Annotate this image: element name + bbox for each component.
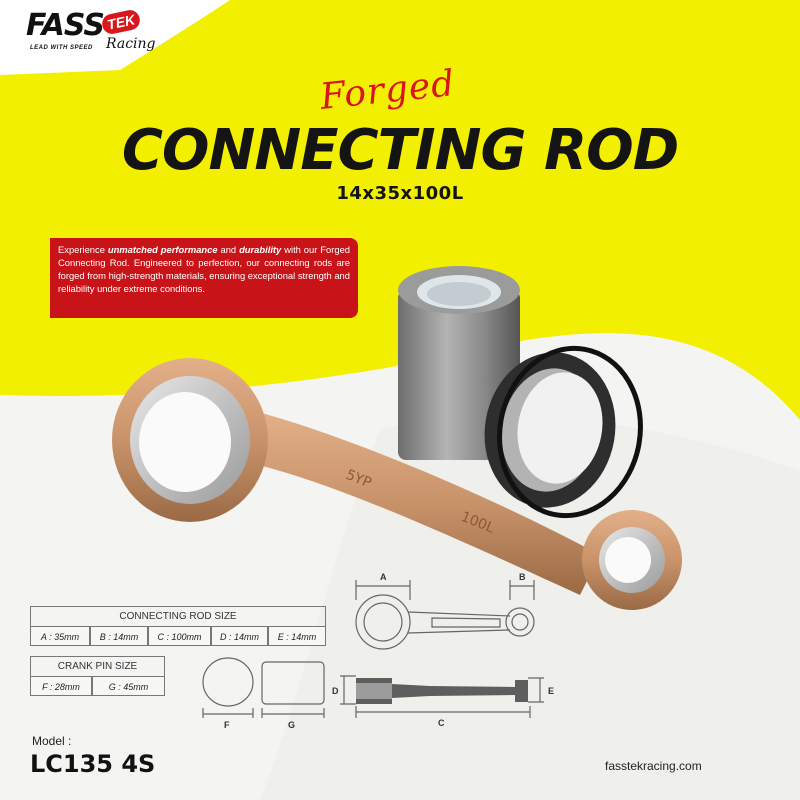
rod-size-e: E : 14mm — [268, 626, 326, 646]
rod-size-row: A : 35mm B : 14mm C : 100mm D : 14mm E :… — [30, 626, 326, 646]
diagram-label-e: E — [548, 686, 554, 696]
diagram-label-a: A — [380, 572, 387, 582]
brand-logo-racing: Racing — [106, 36, 156, 52]
crank-pin-table: CRANK PIN SIZE F : 28mm G : 45mm — [30, 656, 165, 700]
description-box: Experience unmatched performance and dur… — [50, 238, 358, 318]
website-link[interactable]: fasstekracing.com — [605, 759, 702, 773]
page-title: CONNECTING ROD — [121, 118, 679, 183]
crank-pin-title: CRANK PIN SIZE — [30, 656, 165, 676]
crank-pin-g: G : 45mm — [92, 676, 165, 696]
rod-size-b: B : 14mm — [90, 626, 148, 646]
crank-pin-f: F : 28mm — [30, 676, 92, 696]
connecting-rod: 5YP 100L — [112, 358, 682, 610]
rod-size-title: CONNECTING ROD SIZE — [30, 606, 326, 626]
diagram-label-c: C — [438, 718, 445, 728]
description-text: and — [217, 244, 240, 255]
description-emphasis: durability — [239, 244, 282, 255]
rod-size-a: A : 35mm — [30, 626, 90, 646]
description-emphasis: unmatched performance — [107, 244, 218, 255]
page-subtitle: 14x35x100L — [336, 183, 464, 204]
diagram-label-g: G — [288, 720, 295, 730]
diagram-label-d: D — [332, 686, 339, 696]
model-value: LC135 4S — [30, 750, 156, 778]
rod-size-table: CONNECTING ROD SIZE A : 35mm B : 14mm C … — [30, 606, 326, 650]
rod-size-c: C : 100mm — [148, 626, 211, 646]
crank-pin-row: F : 28mm G : 45mm — [30, 676, 165, 696]
diagram-label-f: F — [224, 720, 230, 730]
diagram-label-b: B — [519, 572, 526, 582]
needle-bearing — [484, 345, 643, 519]
brand-logo-fass: FASS — [26, 8, 105, 43]
rod-size-d: D : 14mm — [211, 626, 268, 646]
model-label: Model : — [32, 734, 72, 748]
description-text: with our Forged Connecting Rod. Engineer… — [58, 244, 350, 294]
description-text: Experience — [58, 244, 108, 255]
brand-tagline: LEAD WITH SPEED — [30, 45, 93, 51]
